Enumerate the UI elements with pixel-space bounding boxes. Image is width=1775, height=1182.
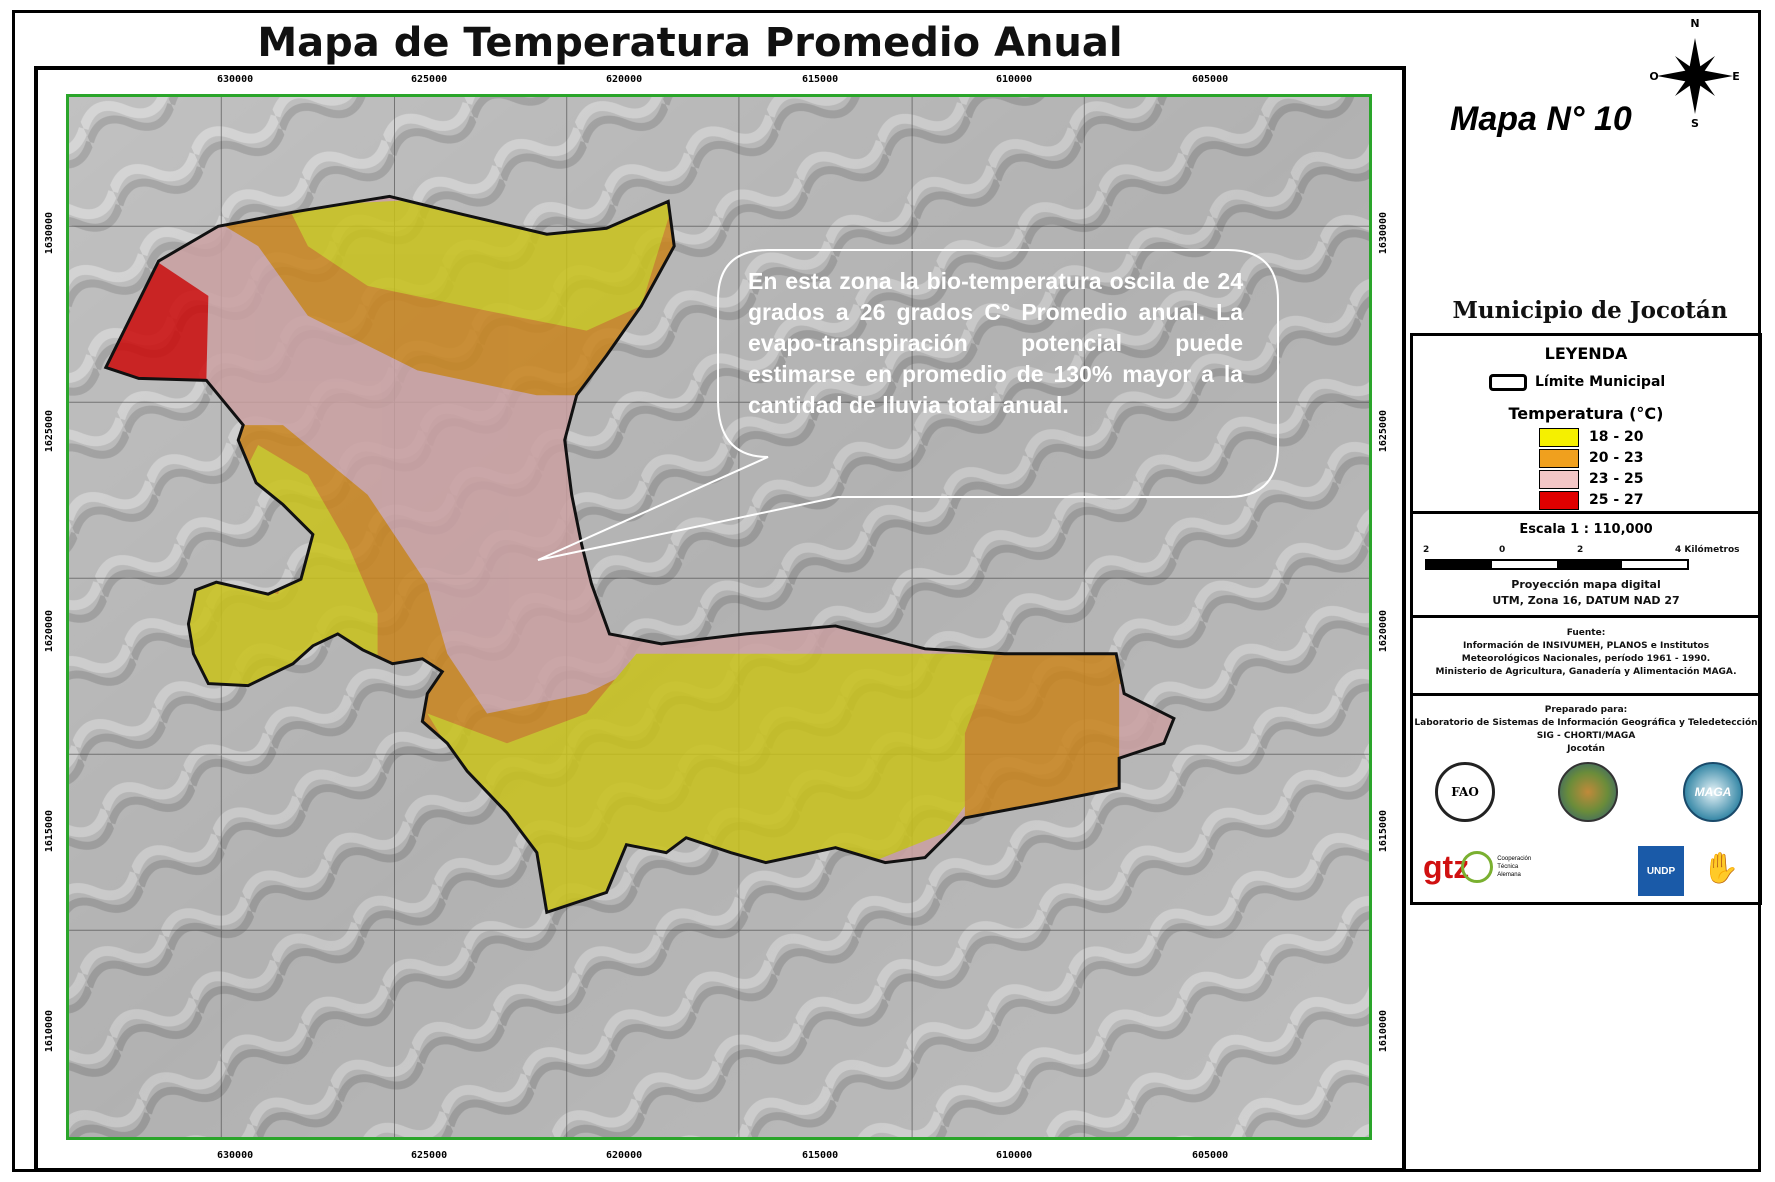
- prepared-line-1: Laboratorio de Sistemas de Información G…: [1414, 718, 1758, 728]
- callout-text: En esta zona la bio-temperatura oscila d…: [748, 268, 1243, 418]
- coord-bottom-3: 620000: [606, 1150, 643, 1161]
- map-title: Mapa de Temperatura Promedio Anual: [257, 20, 1123, 66]
- legend-class-1: 18 - 20: [1539, 427, 1644, 447]
- fao-logo-text: FAO: [1451, 785, 1479, 799]
- map-area[interactable]: [66, 94, 1372, 1140]
- coord-top-1: 630000: [217, 74, 254, 85]
- coord-left-4: 1615000: [44, 810, 55, 853]
- compass-north: N: [1690, 18, 1699, 30]
- source-line-1: Información de INSIVUMEH, PLANOS e Insti…: [1462, 641, 1710, 651]
- fao-logo-icon: FAO: [1435, 762, 1495, 822]
- legend-class-4: 25 - 27: [1539, 490, 1644, 510]
- projection-value: UTM, Zona 16, DATUM NAD 27: [1492, 594, 1680, 607]
- municipality-title: Municipio de Jocotán: [1452, 297, 1728, 324]
- boundary-swatch: [1489, 373, 1527, 391]
- maga-logo-text: MAGA: [1694, 785, 1732, 799]
- zone-25-27: [105, 256, 209, 386]
- coord-bottom-1: 630000: [217, 1150, 254, 1161]
- compass-east: E: [1732, 70, 1740, 83]
- prepared-line-2: SIG - CHORTI/MAGA: [1536, 731, 1636, 741]
- map-frame: [34, 66, 1406, 1172]
- swatch-20-23: [1539, 448, 1579, 468]
- zone-20-23-east: [964, 653, 1125, 823]
- coord-bottom-4: 615000: [802, 1150, 839, 1161]
- projection-title: Proyección mapa digital: [1511, 578, 1661, 591]
- prepared-line-3: Jocotán: [1567, 744, 1605, 754]
- scale-section: Escala 1 : 110,000 2 0 2 4 Kilómetros Pr…: [1413, 514, 1759, 618]
- legend-class-label: 23 - 25: [1589, 471, 1644, 487]
- legend-title: LEYENDA: [1544, 344, 1628, 363]
- maga-logo-icon: MAGA: [1683, 762, 1743, 822]
- prepared-section: Preparado para: Laboratorio de Sistemas …: [1413, 696, 1759, 902]
- scale-title: Escala 1 : 110,000: [1519, 522, 1653, 537]
- map-number: Mapa N° 10: [1450, 100, 1632, 138]
- legend-class-2: 20 - 23: [1539, 448, 1644, 468]
- coord-top-4: 615000: [802, 74, 839, 85]
- undp-logo-text: UNDP: [1646, 865, 1676, 877]
- prepared-title: Preparado para:: [1544, 705, 1628, 715]
- legend-class-label: 25 - 27: [1589, 492, 1644, 508]
- legend-class-label: 18 - 20: [1589, 429, 1644, 445]
- swatch-25-27: [1539, 490, 1579, 510]
- coord-bottom-2: 625000: [411, 1150, 448, 1161]
- coord-right-5: 1610000: [1378, 1010, 1389, 1053]
- coord-top-2: 625000: [411, 74, 448, 85]
- boundary-label: Límite Municipal: [1535, 374, 1666, 390]
- legend-section: LEYENDA Límite Municipal Temperatura (°C…: [1413, 336, 1759, 514]
- source-section: Fuente: Información de INSIVUMEH, PLANOS…: [1413, 618, 1759, 696]
- legend-panel: LEYENDA Límite Municipal Temperatura (°C…: [1410, 333, 1762, 905]
- scale-bar: [1425, 559, 1689, 570]
- coord-right-4: 1615000: [1378, 810, 1389, 853]
- coord-top-3: 620000: [606, 74, 643, 85]
- undp-logo-icon: UNDP: [1638, 846, 1684, 896]
- coord-top-5: 610000: [996, 74, 1033, 85]
- temp-title: Temperatura (°C): [1508, 404, 1664, 423]
- swatch-23-25: [1539, 469, 1579, 489]
- hands-logo-icon: ✋: [1702, 852, 1740, 885]
- legend-class-label: 20 - 23: [1589, 450, 1644, 466]
- coord-right-3: 1620000: [1378, 610, 1389, 653]
- coord-left-5: 1610000: [44, 1010, 55, 1053]
- swatch-18-20: [1539, 427, 1579, 447]
- scale-tick-1: 2: [1423, 545, 1430, 555]
- scale-tick-2: 0: [1499, 545, 1506, 555]
- coord-bottom-6: 605000: [1192, 1150, 1229, 1161]
- legend-boundary: Límite Municipal: [1489, 373, 1665, 391]
- coord-left-1: 1630000: [44, 212, 55, 255]
- gtz-sub: Cooperación Técnica Alemana: [1497, 856, 1532, 878]
- compass-south: S: [1691, 117, 1699, 128]
- relief-map: [69, 97, 1369, 1137]
- source-line-2: Meteorológicos Nacionales, período 1961 …: [1461, 654, 1711, 664]
- coord-left-2: 1625000: [44, 410, 55, 453]
- institution-seal-icon: [1558, 762, 1618, 822]
- zone-18-20-west: [168, 444, 378, 694]
- compass-rose-icon: N S E O: [1650, 18, 1740, 128]
- callout-bubble: [537, 249, 1279, 561]
- compass-west: O: [1650, 70, 1659, 83]
- scale-tick-3: 2: [1577, 545, 1584, 555]
- legend-class-3: 23 - 25: [1539, 469, 1644, 489]
- municipal-boundary: [103, 194, 1176, 915]
- source-title: Fuente:: [1566, 628, 1606, 638]
- source-line-3: Ministerio de Agricultura, Ganadería y A…: [1435, 667, 1737, 677]
- coord-top-6: 605000: [1192, 74, 1229, 85]
- coord-right-2: 1625000: [1378, 410, 1389, 453]
- gtz-logo-icon: gtz Cooperación Técnica Alemana: [1423, 844, 1543, 890]
- coord-left-3: 1620000: [44, 610, 55, 653]
- gtz-ring: [1461, 851, 1494, 883]
- scale-tick-4: 4 Kilómetros: [1675, 545, 1740, 555]
- coord-right-1: 1630000: [1378, 212, 1389, 255]
- coord-bottom-5: 610000: [996, 1150, 1033, 1161]
